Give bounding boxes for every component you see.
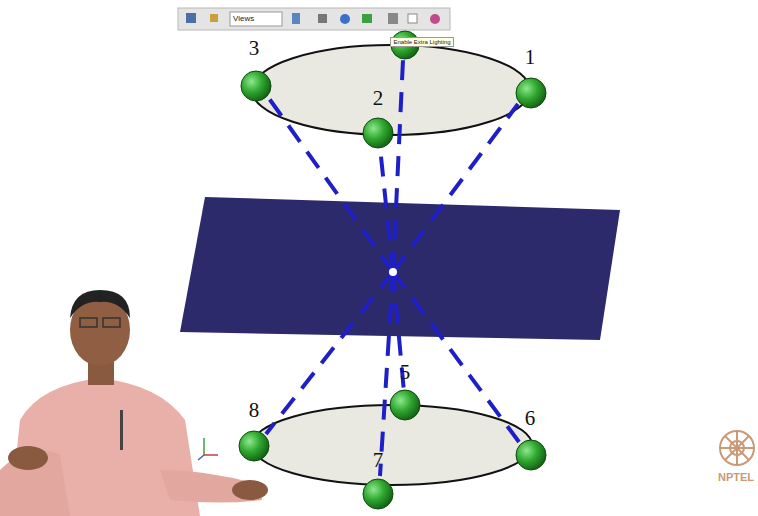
plane [180, 197, 620, 340]
nptel-emblem [720, 431, 754, 465]
toolbar-label: Views [233, 15, 254, 23]
callout-number: 8 [249, 400, 260, 421]
dashed-rays [266, 60, 519, 476]
presenter [0, 290, 268, 516]
callout-number: 2 [373, 88, 384, 109]
callout-number: 7 [373, 450, 384, 471]
logo-text: NPTEL [718, 472, 754, 483]
callout-number: 3 [249, 38, 260, 59]
toolbar-icons [186, 13, 440, 24]
center-point [389, 268, 397, 276]
axes-icon [198, 438, 218, 460]
callout-number: 5 [400, 362, 411, 383]
tooltip: Enable Extra Lighting [390, 37, 453, 47]
views-dropdown [230, 12, 282, 26]
callout-number: 6 [525, 408, 536, 429]
callout-number: 1 [525, 47, 536, 68]
toolbar [178, 8, 450, 30]
top-ring [252, 45, 530, 135]
bottom-ring [252, 405, 532, 485]
spheres [239, 31, 546, 509]
